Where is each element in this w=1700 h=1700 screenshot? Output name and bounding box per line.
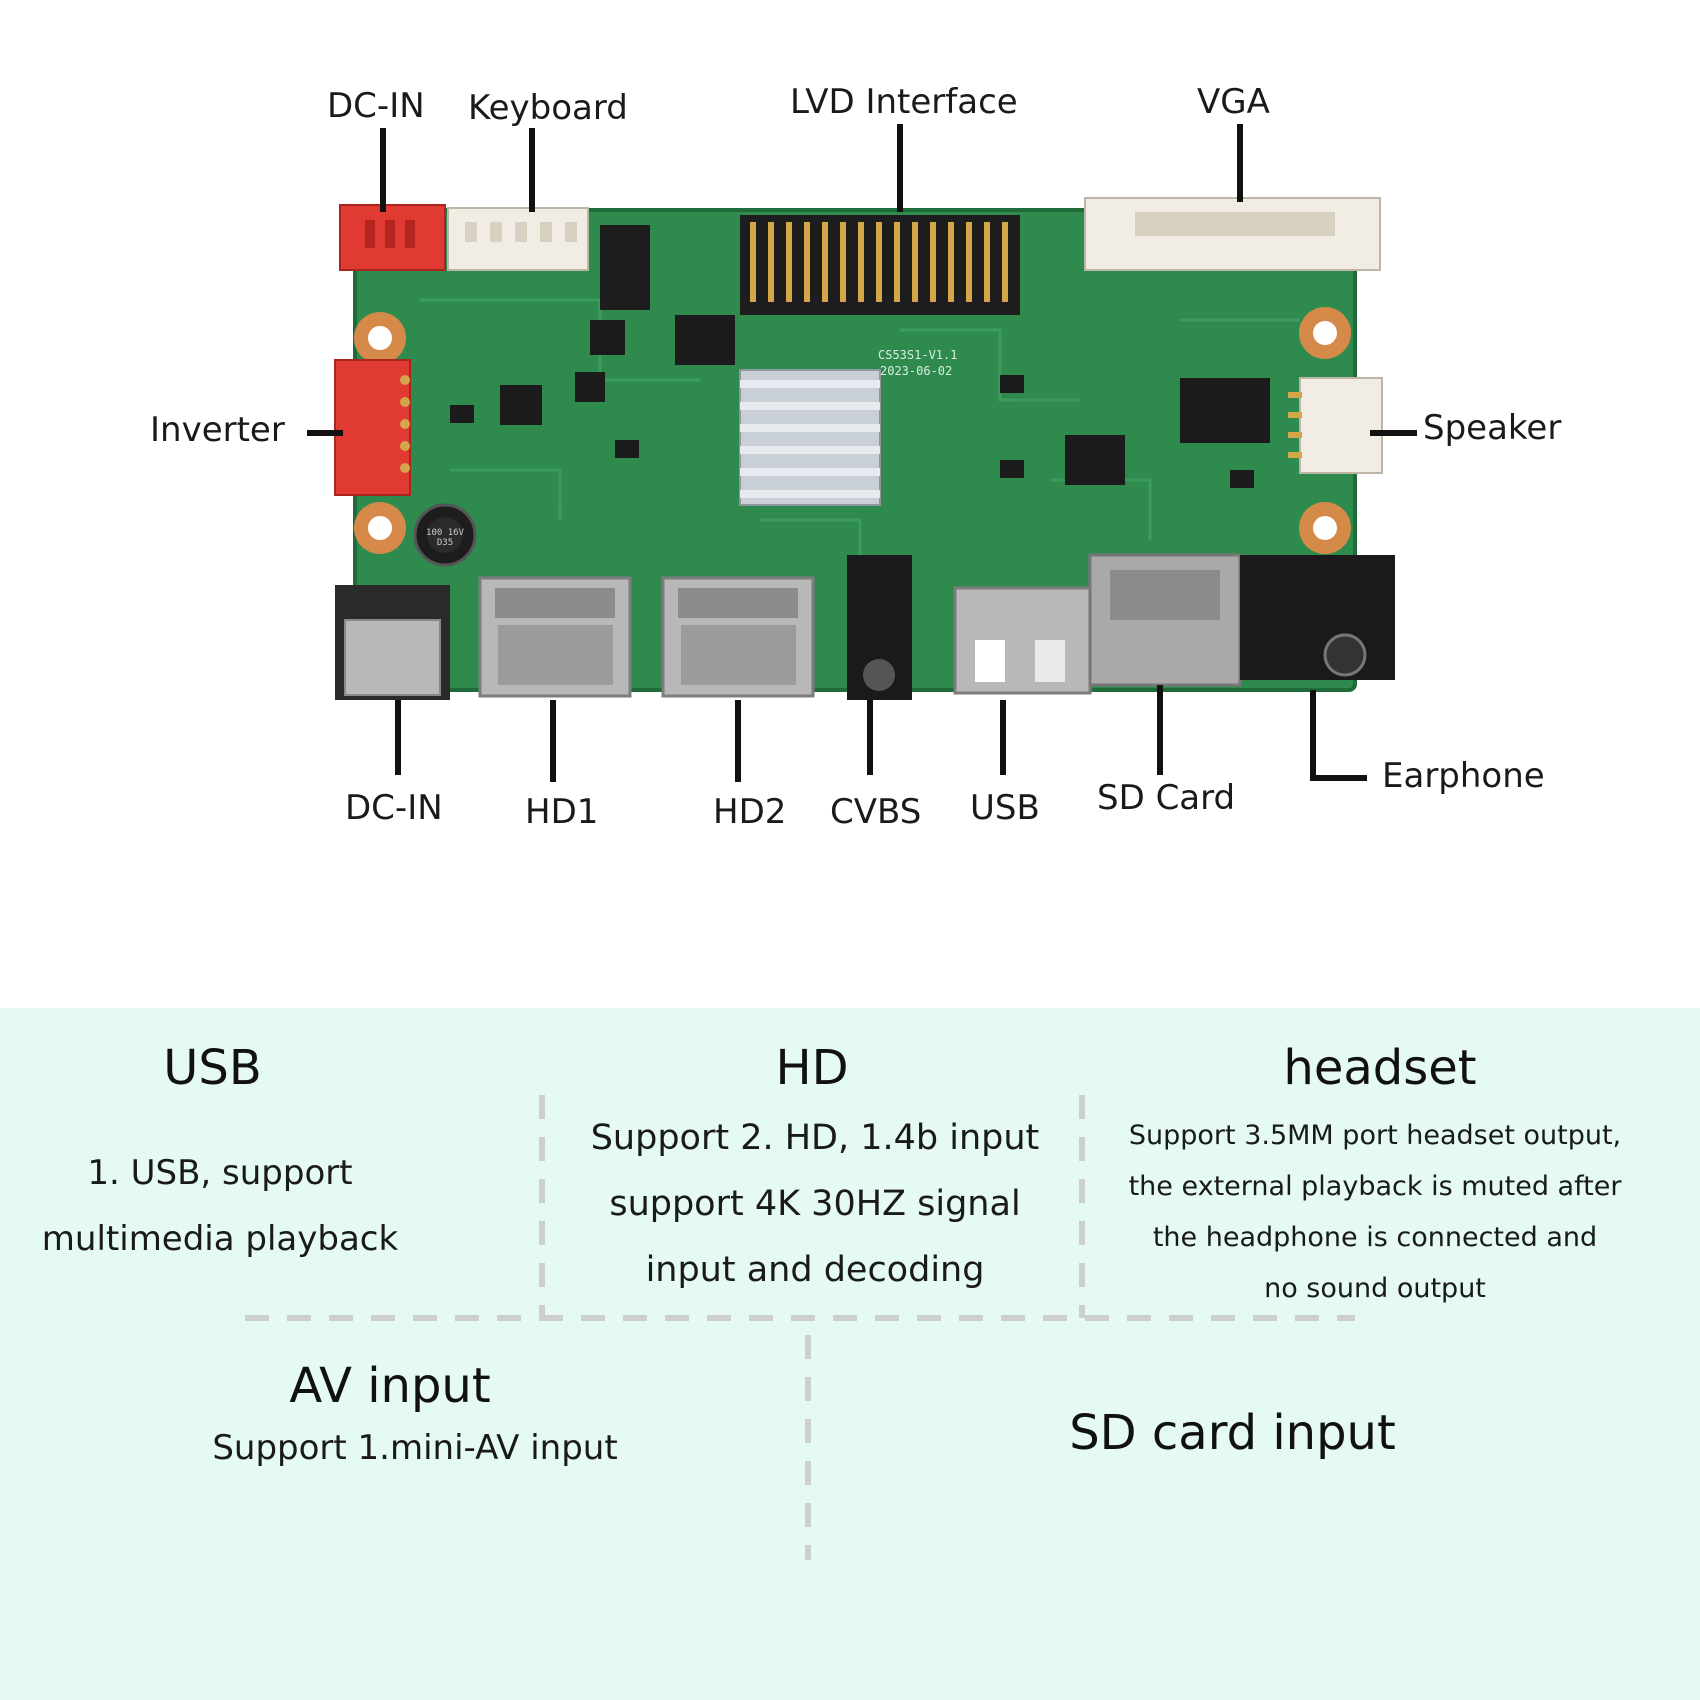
silk-date: 2023-06-02 [880,364,953,378]
usb-line-1: 1. USB, support [87,1153,353,1193]
label-lvd-interface: LVD Interface [790,82,1018,122]
leader-lines [307,124,1417,782]
label-cvbs: CVBS [830,792,922,832]
av-description: Support 1.mini-AV input [190,1428,640,1468]
label-inverter: Inverter [150,410,285,450]
headset-line-4: no sound output [1264,1273,1486,1304]
usb-line-2: multimedia playback [41,1219,399,1259]
label-sd-card: SD Card [1097,778,1236,818]
label-dc-in-top: DC-IN [327,86,425,126]
label-earphone: Earphone [1382,756,1545,796]
usb-title: USB [163,1040,262,1096]
hd-description: Support 2. HD, 1.4b input support 4K 30H… [565,1105,1065,1303]
label-hd2: HD2 [713,792,787,832]
label-dc-in-bottom: DC-IN [345,788,443,828]
feature-panel [0,1008,1700,1700]
av-line-1: Support 1.mini-AV input [212,1428,618,1468]
mounting-holes [354,307,1351,554]
label-vga: VGA [1197,82,1270,122]
silk-model: CS53S1-V1.1 [878,348,958,362]
label-keyboard: Keyboard [468,88,628,128]
main-chip [1180,378,1270,443]
speaker-connector [1299,377,1383,474]
headset-title: headset [1283,1040,1477,1096]
inverter-connector [334,359,411,496]
label-speaker: Speaker [1423,408,1562,448]
hd-title: HD [775,1040,849,1096]
headset-line-2: the external playback is muted after [1128,1171,1622,1202]
capacitor-marking: 100 16V D35 [426,528,464,548]
panel-dividers [245,1095,1355,1560]
usb-description: 1. USB, support multimedia playback [25,1140,415,1272]
av-title: AV input [289,1358,491,1414]
sd-title: SD card input [1069,1405,1396,1461]
hd-line-1: Support 2. HD, 1.4b input [590,1118,1040,1158]
headset-line-3: the headphone is connected and [1152,1222,1598,1253]
label-hd1: HD1 [525,792,599,832]
heatsink [739,369,881,506]
hd-line-2: support 4K 30HZ signal [609,1184,1021,1224]
headset-description: Support 3.5MM port headset output, the e… [1120,1110,1630,1314]
lvd-pins [750,222,1008,302]
earphone-jack [1240,555,1395,680]
headset-line-1: Support 3.5MM port headset output, [1128,1120,1622,1151]
label-usb: USB [970,788,1040,828]
hd-line-3: input and decoding [645,1250,985,1290]
